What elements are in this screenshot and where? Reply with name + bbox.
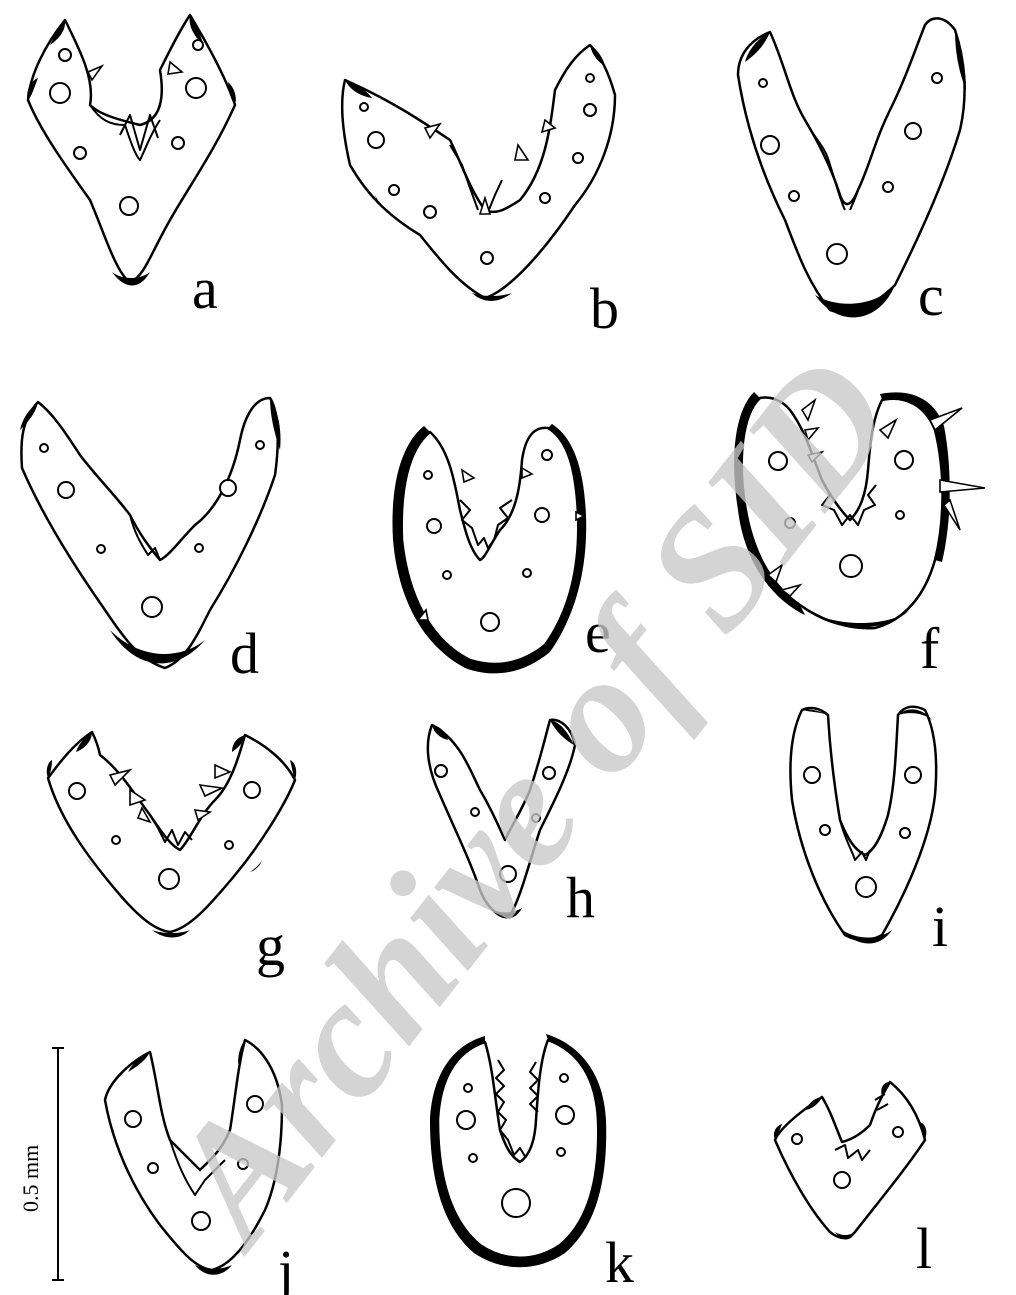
section-k xyxy=(430,1034,606,1267)
label-f: f xyxy=(920,616,940,681)
label-l: l xyxy=(916,1216,932,1281)
section-l xyxy=(774,1082,926,1240)
section-a xyxy=(27,15,236,286)
label-a: a xyxy=(192,256,218,321)
section-i xyxy=(790,707,936,944)
scale-bar-label: 0.5 mm xyxy=(18,1145,43,1212)
label-d: d xyxy=(230,621,259,686)
label-k: k xyxy=(605,1230,634,1295)
label-b: b xyxy=(590,276,619,341)
section-b xyxy=(342,45,615,301)
label-i: i xyxy=(932,894,948,959)
section-g xyxy=(47,732,296,938)
label-c: c xyxy=(918,263,944,328)
scale-bar: 0.5 mm xyxy=(18,1048,64,1280)
